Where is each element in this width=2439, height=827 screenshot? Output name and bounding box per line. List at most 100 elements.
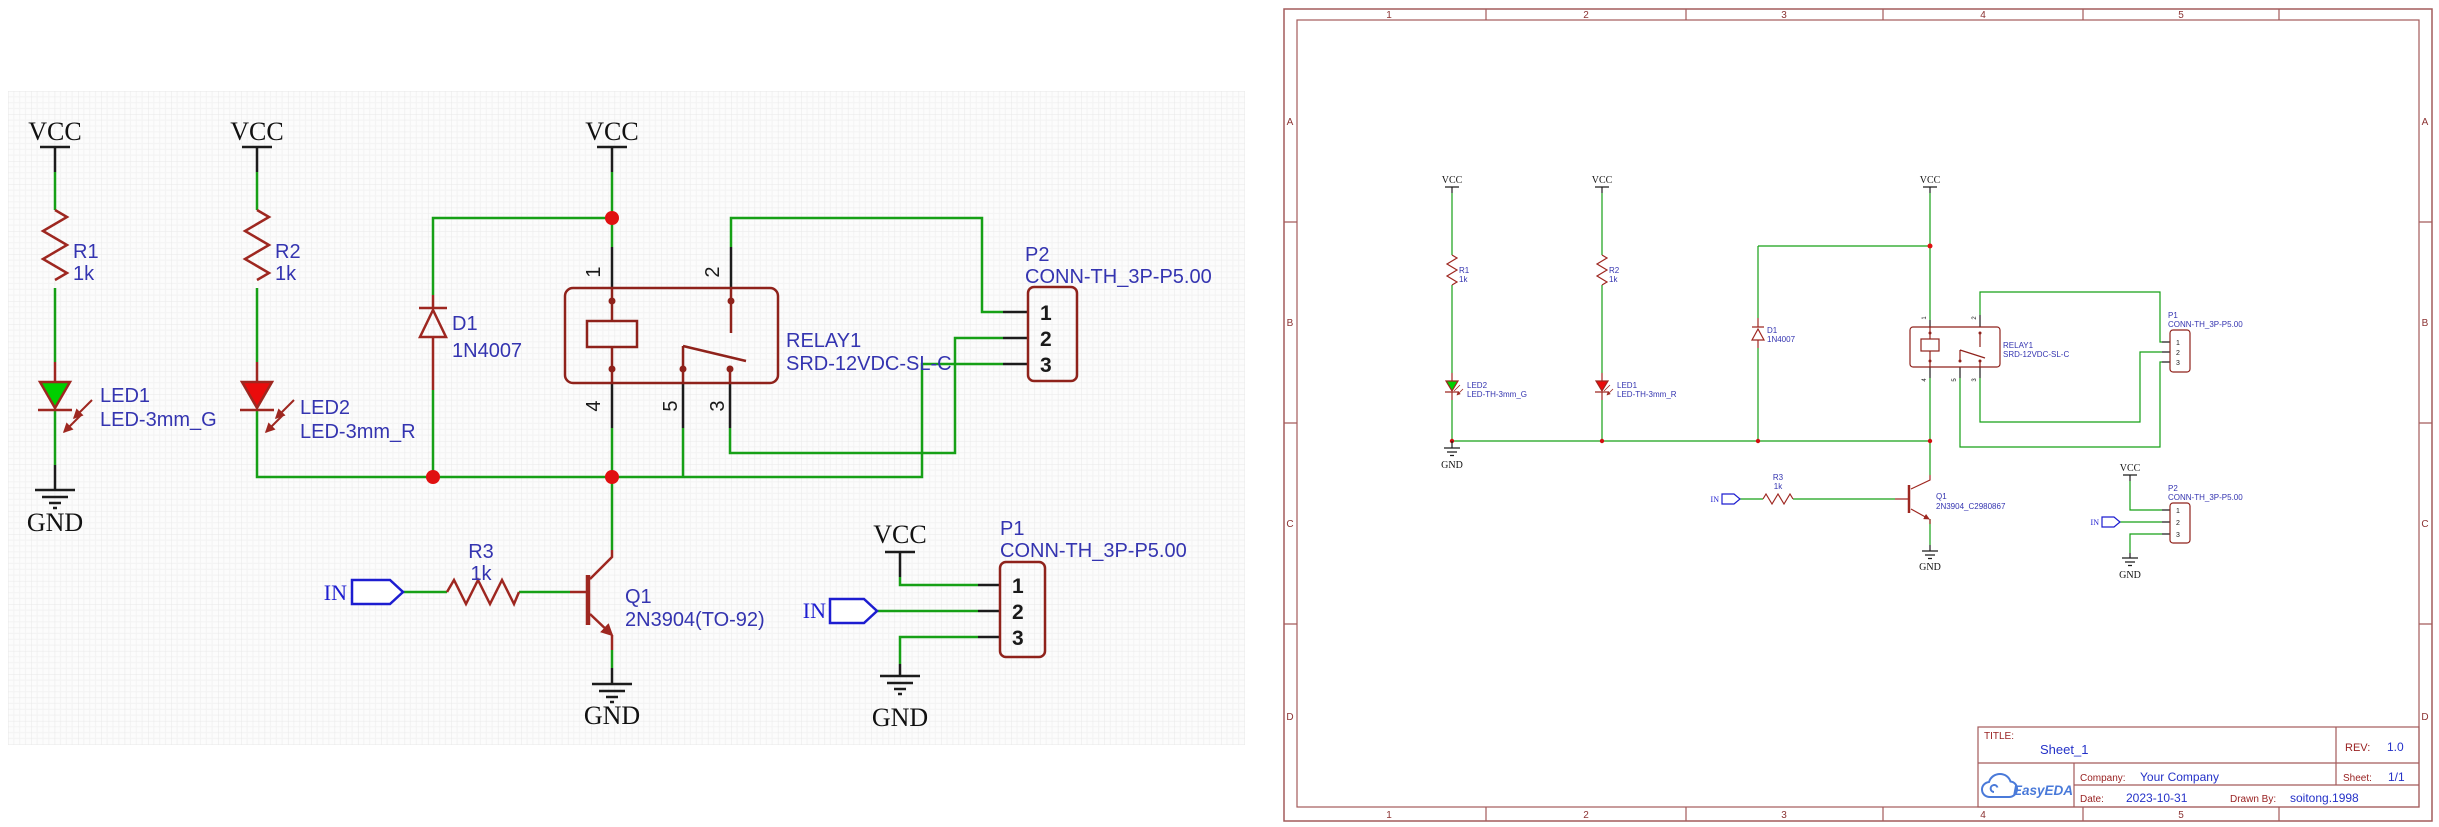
led-led2-red[interactable]: LED2 LED-3mm_R	[239, 362, 416, 443]
mini-resistor-r1[interactable]: R1 1k	[1445, 254, 1470, 286]
ref: P2	[2168, 484, 2178, 493]
wire[interactable]	[53, 410, 259, 437]
resistor-body	[445, 577, 521, 608]
vcc-label: VCC	[28, 117, 81, 146]
ground-flag-2[interactable]: GND	[584, 668, 640, 730]
mini-diode-d1[interactable]: D1 1N4007	[1750, 318, 1796, 348]
row-label: A	[1287, 117, 1294, 128]
ground-flag-3[interactable]: GND	[872, 664, 928, 732]
mini-resistor-r2[interactable]: R2 1k	[1595, 254, 1620, 286]
vcc-label: VCC	[585, 117, 638, 146]
sheet-label: Sheet:	[2343, 773, 2372, 784]
ref: RELAY1	[786, 330, 861, 352]
power-flag-vcc-2[interactable]: VCC	[230, 117, 284, 172]
relay-pin-number: 2	[1972, 316, 1978, 320]
ref: R3	[1773, 473, 1784, 482]
ruler-column-labels-top: 1 2 3 4 5	[1386, 10, 2184, 21]
rev-value: 1.0	[2387, 740, 2404, 754]
diode-triangle	[418, 307, 448, 339]
relay-pin-number: 3	[707, 400, 729, 411]
value: 2N3904_C2980867	[1936, 502, 2006, 511]
power-flag-vcc-3[interactable]: VCC	[585, 117, 639, 172]
wire-relay-no[interactable]	[729, 216, 1003, 314]
title-block: TITLE: Sheet_1 REV: 1.0 EasyEDA Company:…	[1977, 726, 2420, 808]
row-label: B	[1287, 318, 1294, 329]
ref: LED1	[100, 385, 150, 407]
wire-collector-rail[interactable]	[255, 362, 1003, 479]
resistor-r1[interactable]: R1 1k	[40, 208, 99, 285]
rev-label: REV:	[2345, 742, 2370, 754]
drawn-by-label: Drawn By:	[2230, 794, 2276, 805]
easyeda-logo: EasyEDA	[1980, 772, 2073, 798]
ref: P1	[2168, 311, 2178, 320]
pin-number: 1	[1040, 302, 1052, 325]
diode-d1[interactable]: D1 1N4007	[418, 295, 522, 390]
mini-led-green[interactable]: LED2 LED-TH-3mm_G	[1444, 373, 1527, 400]
wire[interactable]	[898, 577, 978, 587]
logo-text: EasyEDA	[2013, 783, 2073, 798]
title-label: TITLE:	[1984, 731, 2014, 742]
col-label: 3	[1781, 10, 1787, 21]
main-schematic-panel: VCC VCC VCC VCC R1 1k R2 1k LED1 LED-3mm…	[8, 91, 1245, 745]
connector-p2[interactable]: 1 2 3 P2 CONN-TH_3P-P5.00	[1003, 244, 1212, 383]
vcc-label: VCC	[1442, 175, 1463, 186]
grid-background	[8, 91, 1245, 745]
drawn-by-value: soitong.1998	[2290, 791, 2359, 805]
row-label: B	[2422, 318, 2429, 329]
mini-ground-flag[interactable]: GND GND GND	[1441, 441, 2141, 581]
mini-schematic[interactable]: VCC VCC VCC VCC R1 1k R2 1k LED2 LED-TH-…	[1441, 175, 2243, 581]
transistor-q1[interactable]: Q1 2N3904(TO-92)	[570, 550, 765, 650]
ref: R1	[1459, 266, 1470, 275]
mini-led-red[interactable]: LED1 LED-TH-3mm_R	[1594, 373, 1677, 400]
row-label: D	[1286, 712, 1293, 723]
resistor-r2[interactable]: R2 1k	[242, 208, 301, 285]
relay-body	[563, 286, 780, 385]
pin-number: 3	[1012, 627, 1024, 650]
wire[interactable]	[898, 635, 978, 664]
wire[interactable]	[431, 216, 612, 295]
net-flag-in-1[interactable]: IN	[324, 578, 405, 606]
mini-net-flag-in-2[interactable]: IN	[2091, 516, 2121, 528]
vcc-symbol	[597, 145, 627, 172]
value: 2N3904(TO-92)	[625, 609, 765, 631]
light-arrow	[1604, 384, 1614, 395]
power-flag-vcc-1[interactable]: VCC	[28, 117, 82, 172]
col-label: 5	[2178, 810, 2184, 821]
mini-connector-p1[interactable]: 1 2 3 P1 CONN-TH_3P-P5.00	[2162, 311, 2243, 373]
pin-number: 2	[2176, 350, 2180, 357]
sheet-panel: 1 2 3 4 5 1 2 3 4 5 A B C D A B C D VCC	[1283, 8, 2433, 822]
value: 1k	[1609, 275, 1618, 284]
wires[interactable]	[53, 172, 1003, 668]
relay-pin-number: 5	[1952, 378, 1958, 382]
connector-p1[interactable]: 1 2 3 P1 CONN-TH_3P-P5.00	[978, 518, 1187, 659]
mini-wires[interactable]	[1451, 193, 2162, 553]
mini-resistor-r3[interactable]: R3 1k	[1762, 473, 1794, 506]
led-led1-green[interactable]: LED1 LED-3mm_G	[37, 362, 217, 434]
value: LED-3mm_G	[100, 409, 217, 431]
wire-relay-nc[interactable]	[728, 336, 1003, 455]
light-arrow	[274, 399, 295, 420]
light-arrow	[264, 413, 285, 434]
bottom-ruler-dividers	[1485, 807, 2280, 821]
pin-number: 1	[1012, 575, 1024, 598]
sheet-outer-border	[1283, 8, 2433, 822]
ground-flag-1[interactable]: GND	[27, 465, 83, 537]
ref: Q1	[625, 586, 652, 608]
mini-power-flag-vcc[interactable]: VCC VCC VCC VCC	[1442, 175, 2141, 481]
mini-transistor-q1[interactable]: Q1 2N3904_C2980867	[1895, 475, 2006, 524]
relay-relay1[interactable]: 1 2 4 5 3 RELAY1 SRD-12VDC-SL-C	[563, 247, 952, 428]
junction-dot	[605, 211, 619, 225]
ref: D1	[1767, 326, 1778, 335]
net-flag-in-2[interactable]: IN	[803, 597, 879, 625]
power-flag-vcc-4[interactable]: VCC	[873, 520, 927, 577]
mini-connector-p2[interactable]: 1 2 3 P2 CONN-TH_3P-P5.00	[2162, 484, 2243, 544]
date-label: Date:	[2080, 794, 2104, 805]
resistor-body	[40, 208, 70, 282]
resistor-r3[interactable]: R3 1k	[445, 541, 521, 608]
mini-relay[interactable]: 1 2 4 5 3 RELAY1 SRD-12VDC-SL-C	[1909, 315, 2069, 382]
company-label: Company:	[2080, 773, 2126, 784]
in-label: IN	[324, 580, 347, 605]
mini-net-flag-in-1[interactable]: IN	[1711, 493, 1741, 505]
